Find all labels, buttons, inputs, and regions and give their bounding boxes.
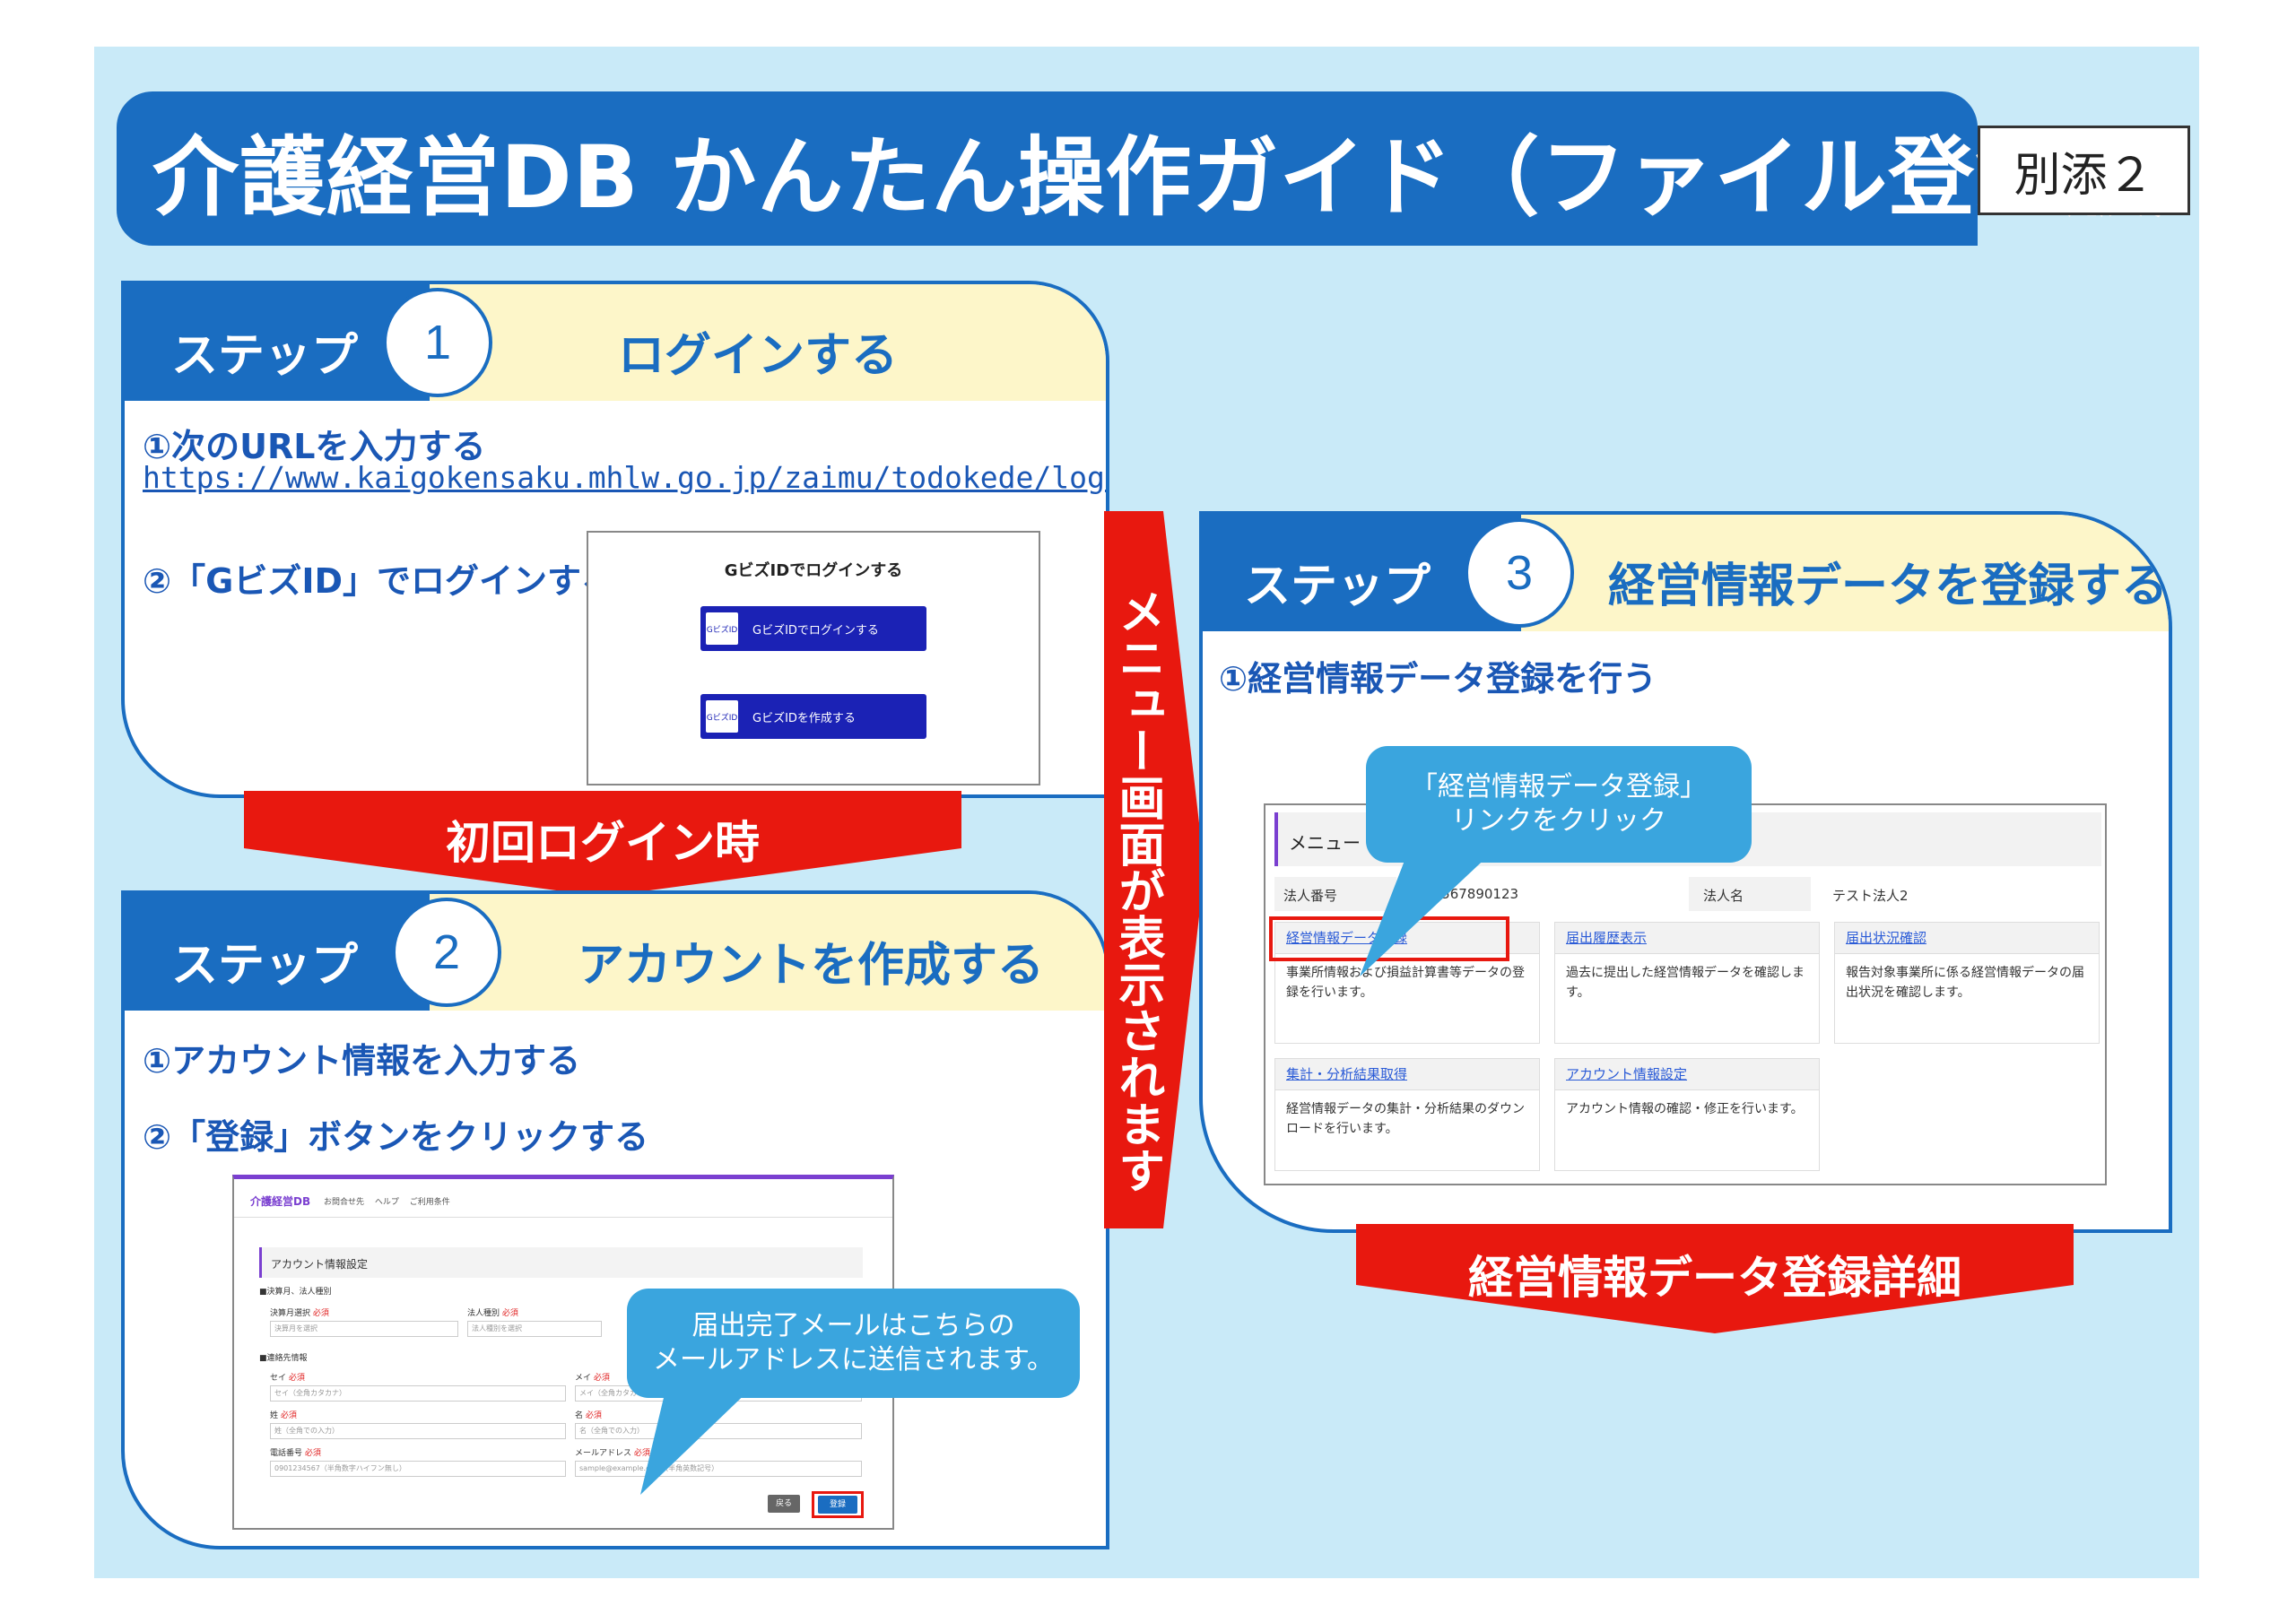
step2-header: ステップ 2 アカウントを作成する (125, 894, 1106, 1011)
detail-arrow (1356, 1224, 2074, 1333)
group-contact: ■連絡先情報 (259, 1354, 308, 1363)
detail-banner: 経営情報データ登録詳細 (1468, 1252, 1961, 1304)
step2-panel: ステップ 2 アカウントを作成する ①アカウント情報を入力する ②「登録」ボタン… (121, 890, 1109, 1549)
email-callout-tail (640, 1383, 757, 1495)
corp-type-select[interactable]: 法人種別を選択 (467, 1321, 602, 1337)
link-analysis[interactable]: 集計・分析結果取得 (1286, 1066, 1408, 1082)
menu-arrow-text: メニュー画面が表示されます (1110, 587, 1164, 1193)
annex-label: 別添２ (1978, 126, 2190, 215)
label-corp-type: 法人種別 必須 (467, 1309, 518, 1318)
register-callout-tail (1360, 838, 1508, 976)
step2-instruction-input: ①アカウント情報を入力する (143, 1041, 581, 1081)
step2-title: アカウントを作成する (578, 939, 1045, 993)
step3-title: 経営情報データを登録する (1608, 560, 2169, 613)
step1-label: ステップ (171, 329, 359, 383)
group-settlement: ■決算月、法人種別 (259, 1288, 332, 1297)
menu-title: メニュー (1289, 832, 1361, 854)
corp-name-value: テスト法人2 (1832, 888, 1909, 904)
step3-header: ステップ 3 経営情報データを登録する (1203, 515, 2169, 631)
step2-instruction-click: ②「登録」ボタンをクリックする (143, 1117, 649, 1157)
gbiz-heading: GビズIDでログインする (724, 561, 903, 580)
phone-input[interactable]: 0901234567（半角数字ハイフン無し） (270, 1461, 566, 1477)
nav-contact[interactable]: お問合せ先 (324, 1198, 365, 1207)
step2-number: 2 (392, 898, 501, 1007)
app-brand: 介護経営DB (250, 1195, 311, 1208)
last-name-input[interactable]: 姓（全角での入力） (270, 1423, 566, 1439)
step1-header: ステップ 1 ログインする (125, 284, 1106, 401)
gbiz-logo-icon: GビズID (706, 700, 738, 733)
menu-arrow (1104, 511, 1205, 1228)
label-phone: 電話番号 必須 (270, 1449, 321, 1458)
menu-screenshot: メニュー 法人番号 1234567890123 法人名 テスト法人2 経営情報デ… (1264, 803, 2107, 1185)
menu-card-account: アカウント情報設定 アカウント情報の確認・修正を行います。 (1554, 1058, 1820, 1171)
label-sei: セイ 必須 (270, 1374, 305, 1383)
email-callout: 届出完了メールはこちらの メールアドレスに送信されます。 (627, 1289, 1080, 1398)
form-section-header: アカウント情報設定 (259, 1247, 863, 1278)
corp-name-label: 法人名 (1703, 888, 1744, 904)
link-status[interactable]: 届出状況確認 (1846, 930, 1927, 946)
label-settlement-month: 決算月選択 必須 (270, 1309, 329, 1318)
menu-card-status: 届出状況確認 報告対象事業所に係る経営情報データの届出状況を確認します。 (1834, 922, 2100, 1044)
first-name-input[interactable]: 名（全角での入力） (575, 1423, 862, 1439)
menu-card-history: 届出履歴表示 過去に提出した経営情報データを確認します。 (1554, 922, 1820, 1044)
menu-card-data-register: 経営情報データ登録 事業所情報および損益計算書等データの登録を行います。 (1274, 922, 1540, 1044)
sei-input[interactable]: セイ（全角カタカナ） (270, 1385, 566, 1402)
register-callout: 「経営情報データ登録」 リンクをクリック (1366, 746, 1752, 863)
nav-help[interactable]: ヘルプ (374, 1198, 399, 1207)
step3-panel: ステップ 3 経営情報データを登録する ①経営情報データ登録を行う メニュー 法… (1199, 511, 2172, 1233)
first-login-banner: 初回ログイン時 (446, 817, 760, 869)
first-login-arrow (244, 791, 961, 897)
page-title: 介護経営DB かんたん操作ガイド（ファイル登録版） (152, 127, 2237, 228)
link-history[interactable]: 届出履歴表示 (1566, 930, 1648, 946)
step2-label: ステップ (171, 939, 359, 993)
register-highlight (812, 1491, 864, 1518)
label-mei: メイ 必須 (575, 1374, 610, 1383)
gbiz-create-button[interactable]: GビズID GビズIDを作成する (700, 694, 926, 739)
menu-card-analysis: 集計・分析結果取得 経営情報データの集計・分析結果のダウンロードを行います。 (1274, 1058, 1540, 1171)
gbiz-login-screenshot: GビズIDでログインする GビズID GビズIDでログインする GビズID Gビ… (587, 531, 1040, 785)
settlement-month-select[interactable]: 決算月を選択 (270, 1321, 458, 1337)
step3-instruction: ①経営情報データ登録を行う (1219, 659, 1657, 699)
step1-instruction-url: ①次のURLを入力する (143, 427, 486, 466)
app-nav: お問合せ先 ヘルプ ご利用条件 (324, 1195, 450, 1207)
step3-label: ステップ (1244, 560, 1431, 613)
step3-number: 3 (1465, 518, 1574, 628)
step1-panel: ステップ 1 ログインする ①次のURLを入力する https://www.ka… (121, 281, 1109, 798)
gbiz-logo-icon: GビズID (706, 612, 738, 645)
back-button[interactable]: 戻る (768, 1495, 800, 1513)
label-email: メールアドレス 必須 (575, 1449, 650, 1458)
label-last-name: 姓 必須 (270, 1411, 297, 1420)
title-banner (117, 91, 1978, 246)
corp-no-label: 法人番号 (1283, 888, 1338, 904)
step1-instruction-gbiz: ②「GビズID」でログインする (143, 561, 616, 601)
gbiz-login-button[interactable]: GビズID GビズIDでログインする (700, 606, 926, 651)
link-account[interactable]: アカウント情報設定 (1566, 1066, 1688, 1082)
login-url-link[interactable]: https://www.kaigokensaku.mhlw.go.jp/zaim… (143, 460, 1109, 495)
label-first-name: 名 必須 (575, 1411, 602, 1420)
step1-number: 1 (383, 288, 492, 397)
nav-terms[interactable]: ご利用条件 (409, 1198, 450, 1207)
step1-title: ログインする (618, 329, 899, 383)
register-button[interactable]: 登録 (818, 1496, 857, 1514)
